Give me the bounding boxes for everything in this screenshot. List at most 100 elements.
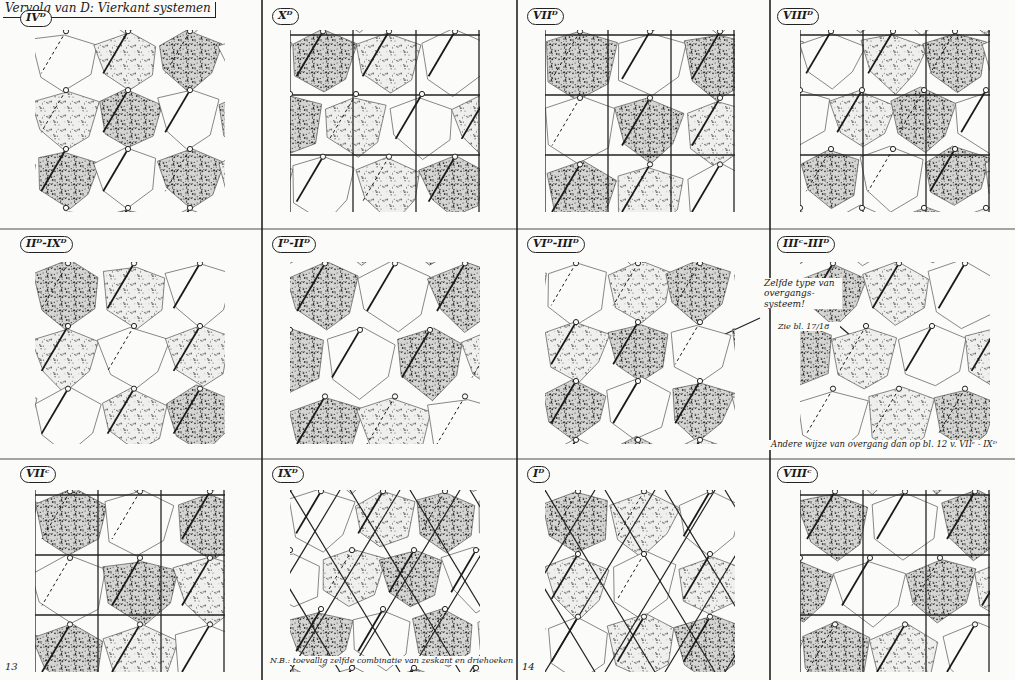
tile-shape — [891, 87, 956, 153]
tile-shape — [619, 34, 687, 96]
connecting-stroke — [552, 98, 580, 146]
tile-shape — [327, 327, 395, 399]
diagonal-line — [665, 490, 735, 672]
panel-number: VIIIᶜ — [777, 466, 818, 483]
vertex-dot — [65, 323, 70, 328]
connecting-stroke — [42, 389, 68, 434]
tile-shape — [479, 492, 480, 551]
vertex-dot — [573, 437, 578, 442]
vertex-dot — [137, 622, 142, 627]
vertex-dot — [859, 88, 864, 93]
connecting-stroke — [868, 31, 893, 73]
diagonal-line — [350, 490, 460, 672]
tile-shape — [97, 328, 170, 389]
vertex-dot — [187, 30, 192, 34]
diagonal-line — [410, 490, 480, 672]
vertex-dot — [577, 162, 582, 167]
vertex-dot — [207, 555, 212, 560]
vertex-dot — [386, 30, 391, 34]
vertex-dot — [717, 30, 722, 34]
vertex-dot — [290, 327, 293, 332]
tessellation-sketch — [800, 490, 990, 672]
tile-shape — [355, 491, 415, 547]
tile-shape — [728, 262, 735, 264]
panel-number: VIIᴰ — [527, 8, 564, 25]
tessellation-sketch — [800, 262, 990, 444]
connecting-stroke — [684, 617, 710, 662]
vertex-dot — [641, 551, 646, 556]
connecting-stroke — [675, 381, 700, 423]
tessellation-sketch — [545, 30, 735, 212]
tile-shape — [160, 30, 223, 34]
vertex-dot — [125, 88, 130, 93]
vertex-dot — [647, 30, 652, 34]
tile-shape — [35, 92, 99, 151]
vertex-dot — [921, 88, 926, 93]
vertex-dot — [442, 606, 447, 611]
connecting-stroke — [899, 90, 924, 132]
connecting-stroke — [622, 31, 650, 79]
vertex-dot — [707, 614, 712, 619]
grid-line — [290, 154, 480, 155]
tile-shape — [608, 325, 668, 382]
handwritten-note: N.B.: toevallig zelfde combinatie van ze… — [268, 656, 516, 665]
page-number: 13 — [3, 661, 20, 673]
tile-shape — [160, 30, 223, 92]
tessellation-sketch — [35, 30, 225, 212]
tile-shape — [615, 98, 685, 163]
connecting-stroke — [961, 208, 986, 212]
tile-shape — [942, 490, 990, 561]
grid-line — [545, 94, 735, 95]
connecting-stroke — [552, 164, 580, 212]
tile-shape — [218, 34, 225, 87]
tile-shape — [546, 31, 617, 100]
grid-line — [862, 490, 863, 672]
vertex-dot — [800, 88, 803, 93]
vertex-dot — [322, 262, 327, 266]
connecting-stroke — [692, 31, 720, 79]
tile-shape — [35, 35, 97, 91]
tile-shape — [834, 30, 890, 33]
vertex-dot — [67, 555, 72, 560]
grid-line — [160, 490, 161, 672]
connecting-stroke — [396, 94, 422, 139]
grid-line — [607, 30, 608, 212]
vertex-dot — [473, 665, 478, 670]
vertex-dot — [635, 320, 640, 325]
connecting-stroke — [806, 31, 831, 73]
grid-line — [733, 30, 734, 212]
connecting-stroke — [389, 668, 414, 672]
vertex-dot — [419, 91, 424, 96]
tile-shape — [674, 616, 735, 672]
tile-shape — [671, 326, 731, 382]
connecting-stroke — [930, 149, 955, 191]
tile-shape — [800, 392, 868, 444]
tessellation-sketch — [290, 30, 480, 212]
vertex-dot — [575, 614, 580, 619]
vertex-dot — [357, 327, 362, 332]
tile-shape — [219, 145, 225, 207]
grid-line — [800, 30, 801, 212]
tile-shape — [732, 380, 735, 438]
panel-number: Iᴰ — [527, 466, 550, 483]
connecting-stroke — [112, 558, 140, 606]
tile-shape — [398, 262, 464, 265]
tile-shape — [831, 328, 896, 389]
vertex-dot — [462, 262, 467, 266]
vertex-dot — [641, 614, 646, 619]
tile-shape — [679, 491, 735, 557]
vertex-dot — [187, 205, 192, 210]
vertex-dot — [353, 91, 358, 96]
tile-shape — [975, 559, 990, 623]
vertex-dot — [937, 555, 942, 560]
grid-line — [800, 614, 990, 615]
connecting-stroke — [358, 609, 383, 651]
tile-shape — [158, 90, 219, 150]
vertex-dot — [952, 146, 957, 151]
vertex-dot — [575, 490, 580, 494]
connecting-stroke — [108, 326, 134, 371]
tile-shape — [175, 625, 225, 672]
tile-shape — [441, 547, 480, 613]
tile-shape — [358, 262, 430, 332]
tile-shape — [546, 96, 615, 163]
